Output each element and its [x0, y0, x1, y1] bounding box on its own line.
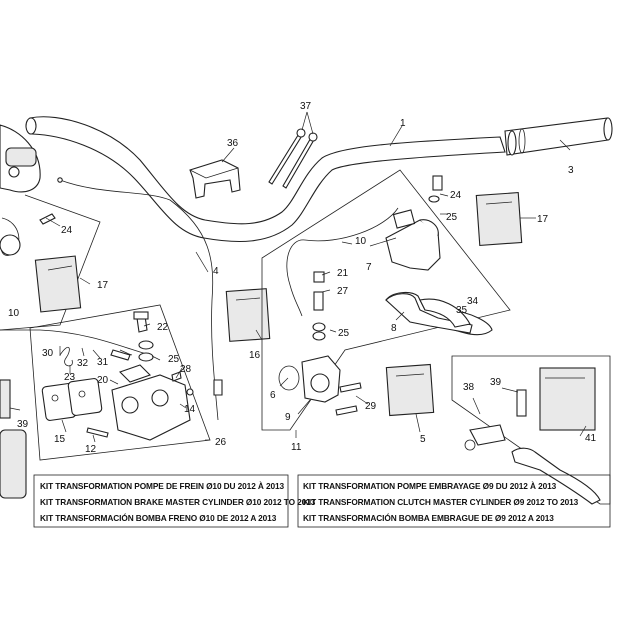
callout-36: 36: [227, 138, 239, 149]
callout-41: 41: [585, 433, 597, 444]
clutch-lever: [385, 293, 473, 334]
callout-15: 15: [54, 434, 66, 445]
callout-6: 6: [270, 390, 276, 401]
callout-29: 29: [365, 401, 377, 412]
brake-kit-box: KIT TRANSFORMATION POMPE DE FREIN Ø10 DU…: [33, 474, 316, 528]
callout-22: 22: [157, 322, 169, 333]
leader-lines: [9, 111, 587, 443]
callout-10-left: 10: [8, 308, 20, 319]
callout-5: 5: [420, 434, 426, 445]
callout-28: 28: [180, 364, 192, 375]
callout-30: 30: [42, 348, 54, 359]
callout-27: 27: [337, 286, 349, 297]
callout-17-left: 17: [97, 280, 109, 291]
callout-16: 16: [249, 350, 261, 361]
callout-21: 21: [337, 268, 349, 279]
callout-labels: 1 3 4 5 6 7 8 9 10 11 12 14 15 16 17 17 …: [8, 101, 597, 455]
callout-11: 11: [291, 442, 302, 453]
callout-25-mid: 25: [338, 328, 350, 339]
callout-10-right: 10: [355, 236, 367, 247]
callout-4: 4: [213, 266, 219, 277]
brake-assembly-frame: [0, 194, 151, 356]
callout-32: 32: [77, 358, 89, 369]
left-control-switch: [0, 124, 41, 193]
clutch-kit-box: KIT TRANSFORMATION POMPE EMBRAYAGE Ø9 DU…: [297, 474, 611, 528]
left-kit-card: [0, 429, 27, 499]
brake-kit-line-3: KIT TRANSFORMACIÓN BOMBA FRENO Ø10 DE 20…: [40, 512, 277, 523]
callout-39-right: 39: [490, 377, 502, 388]
callout-7: 7: [366, 262, 372, 273]
bracket-part-36: [189, 159, 241, 199]
callout-1: 1: [400, 118, 406, 129]
callout-25-top: 25: [446, 212, 458, 223]
callout-8: 8: [391, 323, 397, 334]
callout-39-left: 39: [17, 419, 29, 430]
grip: [504, 117, 613, 156]
clutch-kit-line-2: KIT TRANSFORMATION CLUTCH MASTER CYLINDE…: [303, 497, 579, 507]
clutch-kit-line-1: KIT TRANSFORMATION POMPE EMBRAYAGE Ø9 DU…: [303, 481, 557, 491]
callout-12: 12: [85, 444, 97, 455]
callout-38: 38: [463, 382, 475, 393]
callout-25-left: 25: [168, 354, 180, 365]
callout-35: 35: [456, 305, 468, 316]
brake-kit-line-1: KIT TRANSFORMATION POMPE DE FREIN Ø10 DU…: [40, 481, 285, 491]
callout-3: 3: [568, 165, 574, 176]
callout-31: 31: [97, 357, 109, 368]
parts-bag-17: [475, 192, 523, 246]
callout-24-right: 24: [450, 190, 462, 201]
callout-26: 26: [215, 437, 227, 448]
throttle-cable: [59, 179, 219, 421]
brake-caliper-frame: [29, 304, 211, 461]
callout-9: 9: [285, 412, 291, 423]
callout-37: 37: [300, 101, 312, 112]
callout-24-left: 24: [61, 225, 73, 236]
clutch-kit-frame: [451, 355, 611, 505]
bolts-part-37: [268, 128, 318, 189]
parts-bag-16: [225, 288, 271, 342]
callout-34: 34: [467, 296, 479, 307]
brake-kit-line-2: KIT TRANSFORMATION BRAKE MASTER CYLINDER…: [40, 497, 316, 507]
clutch-kit-line-3: KIT TRANSFORMACIÓN BOMBA EMBRAGUE DE Ø9 …: [303, 512, 554, 523]
callout-23: 23: [64, 372, 76, 383]
handlebar: [25, 116, 506, 243]
callout-14: 14: [184, 404, 196, 415]
callout-20: 20: [97, 375, 109, 386]
left-kit-bag: [0, 379, 11, 419]
callout-17-right: 17: [537, 214, 549, 225]
parts-bag-5: [385, 363, 435, 417]
